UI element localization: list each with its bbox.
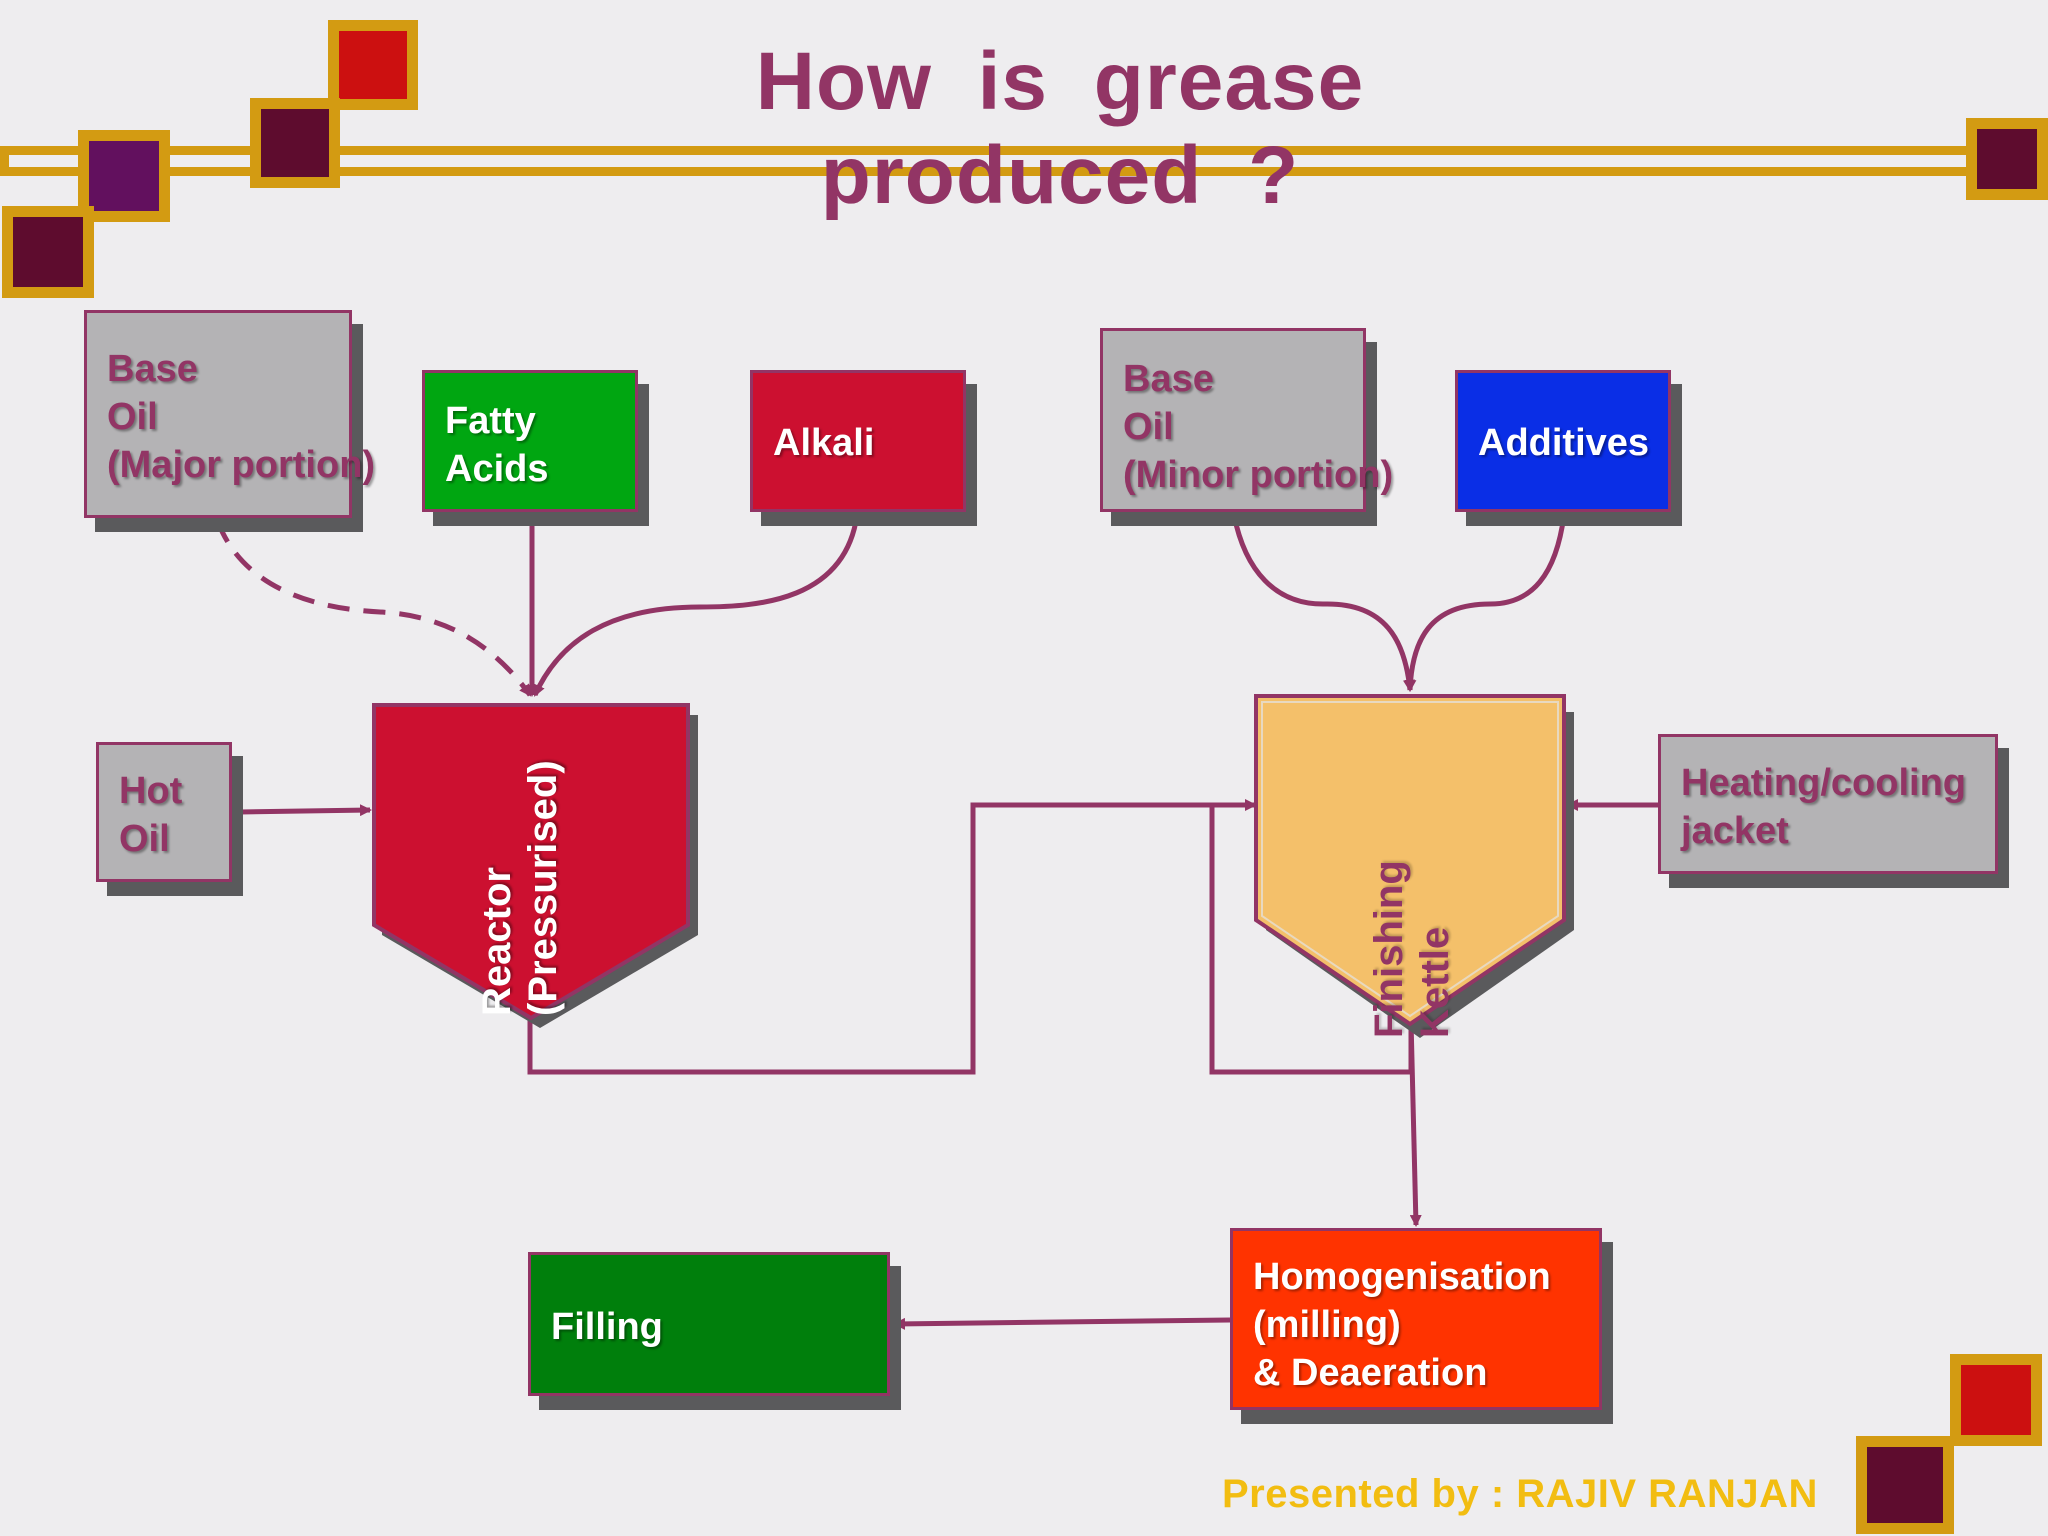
fatty-acids-box: Fatty Acids: [422, 370, 638, 512]
kettle-line1: Finishing: [1367, 860, 1411, 1038]
alkali-box: Alkali: [750, 370, 966, 512]
reactor-shape: [372, 703, 690, 1021]
kettle-shape: [1254, 694, 1566, 1027]
connector: [532, 514, 860, 697]
connector: [893, 1317, 1231, 1330]
connector: [1408, 1019, 1422, 1227]
decorative-square: [1966, 118, 2048, 200]
reactor-label: Reactor (Pressurised): [474, 656, 566, 1016]
heating-cooling-line1: Heating/cooling: [1681, 762, 1966, 804]
additives-label: Additives: [1478, 422, 1650, 464]
connector: [527, 799, 1257, 1075]
homogenisation-line1: Homogenisation: [1253, 1256, 1551, 1298]
reactor-line1: Reactor: [475, 867, 519, 1016]
connector: [239, 804, 372, 817]
base-oil-minor-line1: Base: [1123, 358, 1214, 400]
header-divider-bar: [0, 146, 2048, 176]
connector: [1404, 514, 1567, 692]
dashed-connector: [215, 521, 533, 697]
base-oil-minor-line2: Oil: [1123, 406, 1174, 448]
decorative-square: [1856, 1436, 1954, 1534]
decorative-square: [1950, 1354, 2042, 1446]
base-oil-major-line2: Oil: [107, 396, 158, 438]
page-title: How is grease produced ?: [755, 36, 1365, 221]
fatty-acids-line2: Acids: [445, 448, 549, 490]
base-oil-major-line3: (Major portion): [107, 444, 376, 486]
heating-cooling-jacket-box: Heating/cooling jacket: [1658, 734, 1998, 874]
hot-oil-line2: Oil: [119, 818, 170, 860]
finishing-kettle-label: Finishing Kettle: [1366, 678, 1458, 1038]
fatty-acids-line1: Fatty: [445, 400, 536, 442]
heating-cooling-line2: jacket: [1681, 810, 1789, 852]
base-oil-major-box: Base Oil (Major portion): [84, 310, 376, 518]
alkali-label: Alkali: [773, 422, 875, 464]
base-oil-minor-line3: (Minor portion): [1123, 454, 1394, 496]
connector: [1231, 514, 1415, 692]
reactor-line2: (Pressurised): [521, 760, 565, 1016]
hot-oil-box: Hot Oil: [96, 742, 232, 882]
homogenisation-box: Homogenisation (milling) & Deaeration: [1230, 1228, 1602, 1410]
base-oil-major-line1: Base: [107, 348, 198, 390]
presenter-credit: Presented by : RAJIV RANJAN: [1222, 1472, 1818, 1516]
decorative-square: [328, 20, 418, 110]
decorative-square: [2, 206, 94, 298]
additives-box: Additives: [1455, 370, 1671, 512]
base-oil-minor-box: Base Oil (Minor portion): [1100, 328, 1394, 512]
filling-label: Filling: [551, 1306, 663, 1348]
homogenisation-line3: & Deaeration: [1253, 1352, 1488, 1394]
hot-oil-line1: Hot: [119, 770, 183, 812]
filling-box: Filling: [528, 1252, 890, 1396]
homogenisation-line2: (milling): [1253, 1304, 1401, 1346]
decorative-square: [250, 98, 340, 188]
kettle-line2: Kettle: [1413, 926, 1457, 1038]
